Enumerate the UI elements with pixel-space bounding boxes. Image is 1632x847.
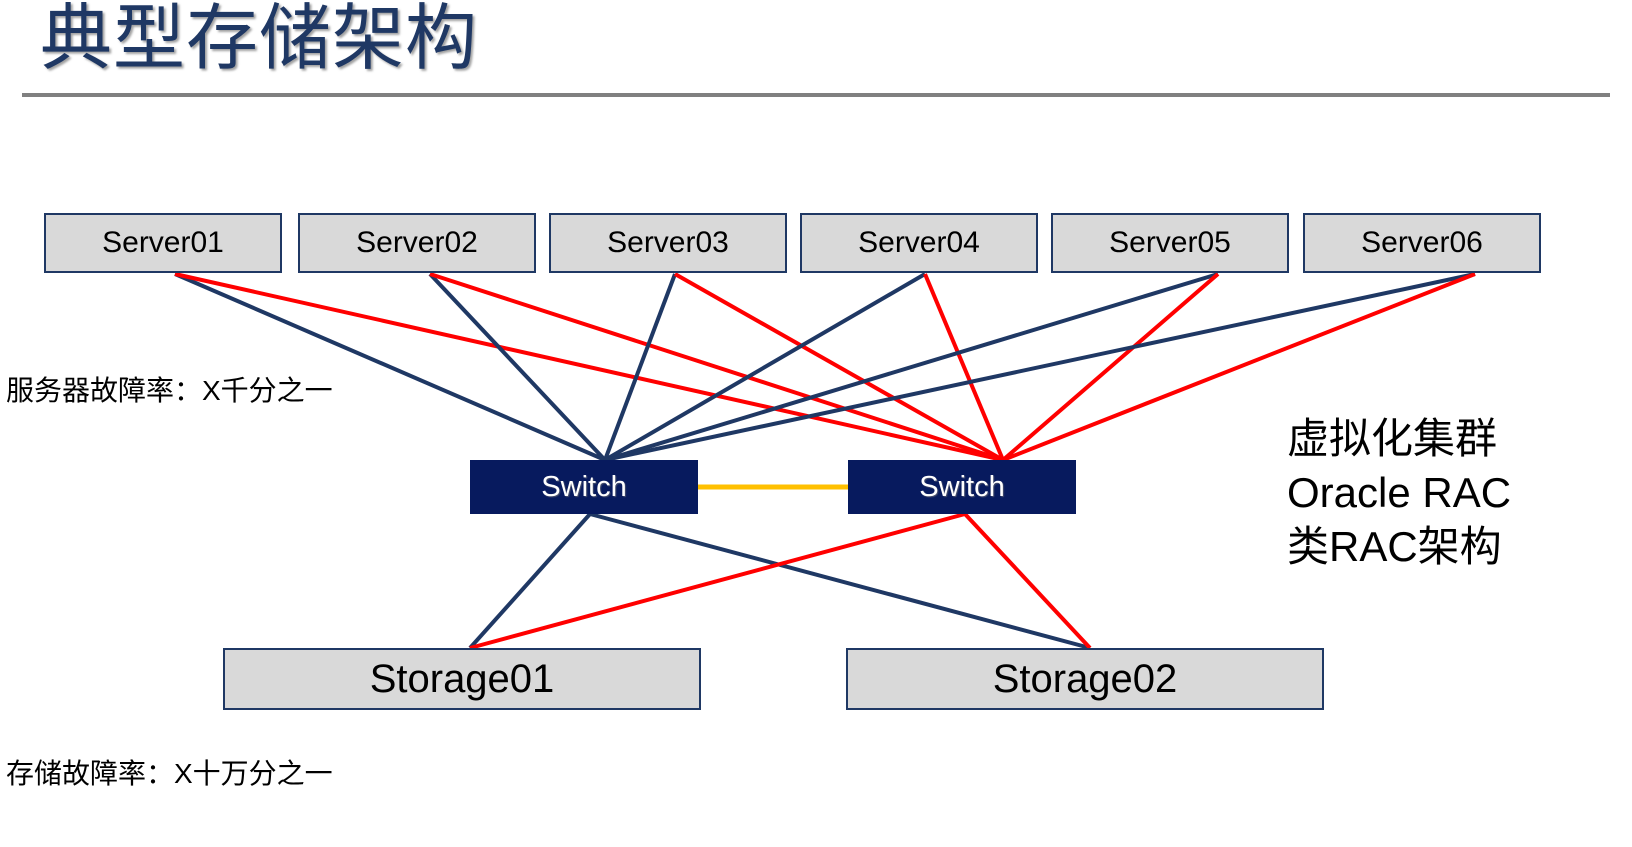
cluster-note-line-2: Oracle RAC [1287, 468, 1512, 516]
cluster-note-line-3: 类RAC架构 [1287, 522, 1502, 570]
server-node-6[interactable]: Server06 [1303, 213, 1541, 273]
title-divider [22, 93, 1610, 97]
storage-node-label: Storage02 [992, 656, 1178, 701]
switch-node-label: Switch [541, 470, 627, 503]
server-node-4[interactable]: Server04 [800, 213, 1038, 273]
server-node-1[interactable]: Server01 [44, 213, 282, 273]
server-node-label: Server01 [102, 226, 224, 259]
server-failure-rate-note: 服务器故障率：X千分之一 [6, 375, 333, 406]
switch-node-label: Switch [919, 470, 1005, 503]
server-node-label: Server05 [1109, 226, 1231, 259]
switch-node-1[interactable]: Switch [470, 460, 698, 514]
server-node-label: Server04 [858, 226, 980, 259]
cluster-note-line-1: 虚拟化集群 [1287, 415, 1498, 462]
storage-failure-rate-note: 存储故障率：X十万分之一 [6, 758, 333, 789]
page-title: 典型存储架构 [40, 0, 479, 79]
server-node-label: Server06 [1361, 226, 1483, 259]
switch-node-2[interactable]: Switch [848, 460, 1076, 514]
cluster-notes: 虚拟化集群 Oracle RAC 类RAC架构 [1287, 412, 1511, 573]
server-node-2[interactable]: Server02 [298, 213, 536, 273]
storage-node-label: Storage01 [369, 656, 555, 701]
server-node-3[interactable]: Server03 [549, 213, 787, 273]
server-node-label: Server02 [356, 226, 478, 259]
server-node-label: Server03 [607, 226, 729, 259]
storage-node-1[interactable]: Storage01 [223, 648, 701, 710]
storage-node-2[interactable]: Storage02 [846, 648, 1324, 710]
server-node-5[interactable]: Server05 [1051, 213, 1289, 273]
